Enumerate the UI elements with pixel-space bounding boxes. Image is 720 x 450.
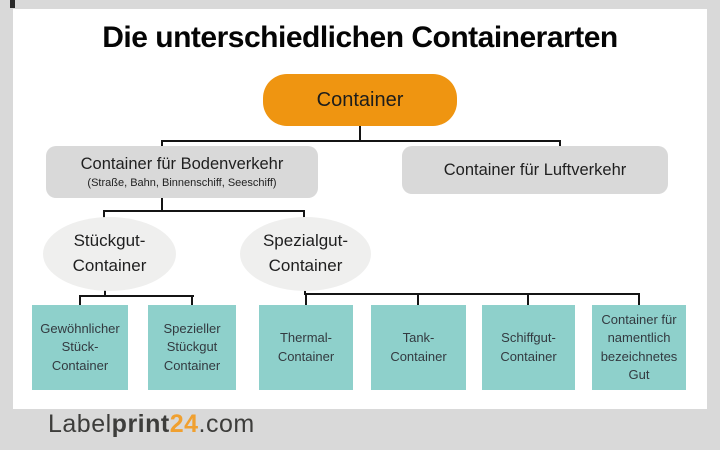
- node-label: Container für namentlich bezeichnetes Gu…: [600, 312, 678, 382]
- connector-line: [103, 210, 305, 212]
- connector-line: [103, 210, 105, 220]
- node-label: Spezialgut- Container: [262, 231, 349, 275]
- node-schiffgut-container: Schiffgut- Container: [482, 305, 575, 390]
- connector-line: [191, 295, 193, 307]
- node-label: Schiffgut- Container: [500, 330, 557, 364]
- node-label: Container für Bodenverkehr: [80, 154, 284, 173]
- connector-line: [79, 295, 81, 307]
- node-gewoehnlicher-stueck-container: Gewöhnlicher Stück- Container: [32, 305, 128, 390]
- connector-line: [417, 293, 419, 306]
- connector-line: [638, 293, 640, 306]
- logo-part-com: .com: [198, 410, 255, 438]
- node-container-root: Container: [263, 74, 457, 126]
- node-stueckgut-container: Stückgut- Container: [43, 217, 176, 291]
- top-edge-artifact: [10, 0, 15, 8]
- node-container-namentlich-gut: Container für namentlich bezeichnetes Gu…: [592, 305, 686, 390]
- logo-part-24: 24: [169, 410, 199, 438]
- connector-line: [161, 140, 163, 148]
- logo-part-print: print: [111, 410, 170, 438]
- node-label: Gewöhnlicher Stück- Container: [40, 321, 120, 373]
- connector-line: [527, 293, 529, 306]
- node-label: Container für Luftverkehr: [443, 160, 627, 179]
- node-tank-container: Tank- Container: [371, 305, 466, 390]
- node-label: Spezieller Stückgut Container: [163, 321, 221, 373]
- node-sublabel: (Straße, Bahn, Binnenschiff, Seeschiff): [87, 177, 277, 190]
- node-label: Stückgut- Container: [72, 231, 147, 275]
- node-spezialgut-container: Spezialgut- Container: [240, 217, 371, 291]
- page-title: Die unterschiedlichen Containerarten: [102, 21, 618, 54]
- node-label: Tank- Container: [390, 330, 447, 364]
- connector-line: [305, 293, 307, 306]
- connector-line: [359, 126, 361, 140]
- connector-line: [161, 198, 163, 212]
- connector-line: [559, 140, 561, 148]
- connector-line: [305, 293, 639, 295]
- connector-line: [79, 295, 194, 297]
- connector-line: [161, 140, 561, 142]
- logo-part-label: Label: [48, 410, 112, 438]
- node-bodenverkehr: Container für Bodenverkehr (Straße, Bahn…: [46, 146, 318, 198]
- node-thermal-container: Thermal- Container: [259, 305, 353, 390]
- node-luftverkehr: Container für Luftverkehr: [402, 146, 668, 194]
- connector-line: [303, 210, 305, 220]
- node-label: Thermal- Container: [277, 330, 335, 364]
- labelprint24-logo: Labelprint24.com: [48, 410, 255, 439]
- node-label: Container: [316, 88, 404, 111]
- node-spezieller-stueckgut-container: Spezieller Stückgut Container: [148, 305, 236, 390]
